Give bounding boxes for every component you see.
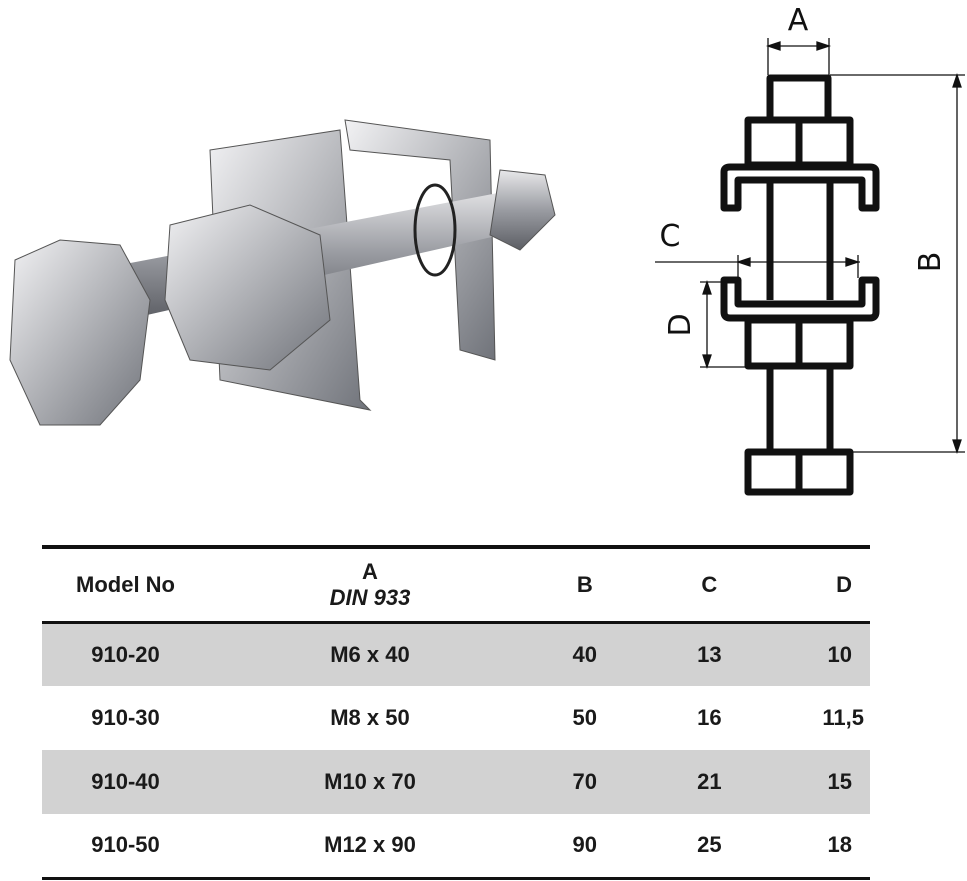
cell-model: 910-20 [91,641,160,667]
table-row: 910-50 M12 x 90 90 25 18 [42,814,870,878]
cell-b: 70 [572,769,597,794]
hex-nut [164,204,331,371]
cell-d: 10 [827,641,852,667]
dimension-label-c: C [660,219,681,254]
cell-a: M12 x 90 [324,832,416,858]
dimension-drawing: A C D B [655,3,965,496]
cell-a: M6 x 40 [330,641,410,667]
cell-model: 910-30 [91,705,160,730]
header-d: D [836,571,852,597]
cell-c: 13 [697,641,722,667]
bolt-head [9,239,151,426]
header-a-label: A [362,558,378,584]
header-model-no: Model No [76,571,175,597]
header-a-standard: DIN 933 [329,584,411,610]
dimension-label-d: D [663,313,698,336]
bolt-outline [720,74,880,496]
header-c: C [701,571,718,597]
dimension-lines [655,38,965,455]
cell-model: 910-50 [91,832,160,858]
cell-c: 16 [697,705,722,730]
cell-c: 21 [697,769,722,794]
dimension-label-b: B [913,252,948,273]
table-row: 910-20 M6 x 40 40 13 10 [42,622,870,686]
product-render [9,119,556,426]
cell-model: 910-40 [91,769,160,794]
cell-a: M10 x 70 [324,769,416,794]
cell-b: 50 [572,705,597,730]
cell-a: M8 x 50 [330,705,410,730]
cell-d: 15 [827,769,852,794]
washer [413,183,457,277]
dimension-label-a: A [788,3,809,38]
table-row: 910-40 M10 x 70 70 21 15 [42,750,870,814]
header-b: B [576,571,593,597]
cell-b: 40 [572,641,597,667]
table-row: 910-30 M8 x 50 50 16 11,5 [42,686,870,750]
cell-b: 90 [572,832,597,858]
cell-c: 25 [697,832,722,858]
cell-d: 18 [827,832,852,858]
cell-d: 11,5 [822,705,864,730]
